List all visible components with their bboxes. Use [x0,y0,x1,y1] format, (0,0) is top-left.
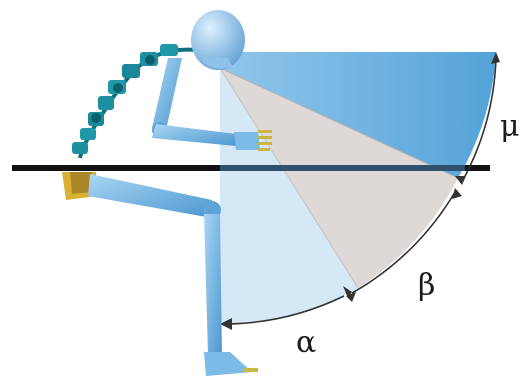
upper-arm [152,58,182,130]
visual-field-zones [219,52,496,325]
arc-alpha [221,295,345,325]
arc-mu [461,57,497,183]
thigh [88,174,212,218]
seated-figure [62,10,272,376]
label-mu: μ [500,109,520,144]
arc-arrowheads [220,52,500,330]
table-surface [12,165,490,171]
label-beta: β [418,268,435,303]
hand [234,130,272,151]
lower-leg [204,214,222,355]
head [191,10,245,70]
zone-mu [220,52,496,178]
arc-beta [351,191,456,294]
foot [204,352,252,376]
forearm [152,124,236,146]
spine [72,44,197,159]
angle-arcs [221,57,497,325]
label-alpha: α [296,325,316,360]
zone-beta [220,68,458,288]
